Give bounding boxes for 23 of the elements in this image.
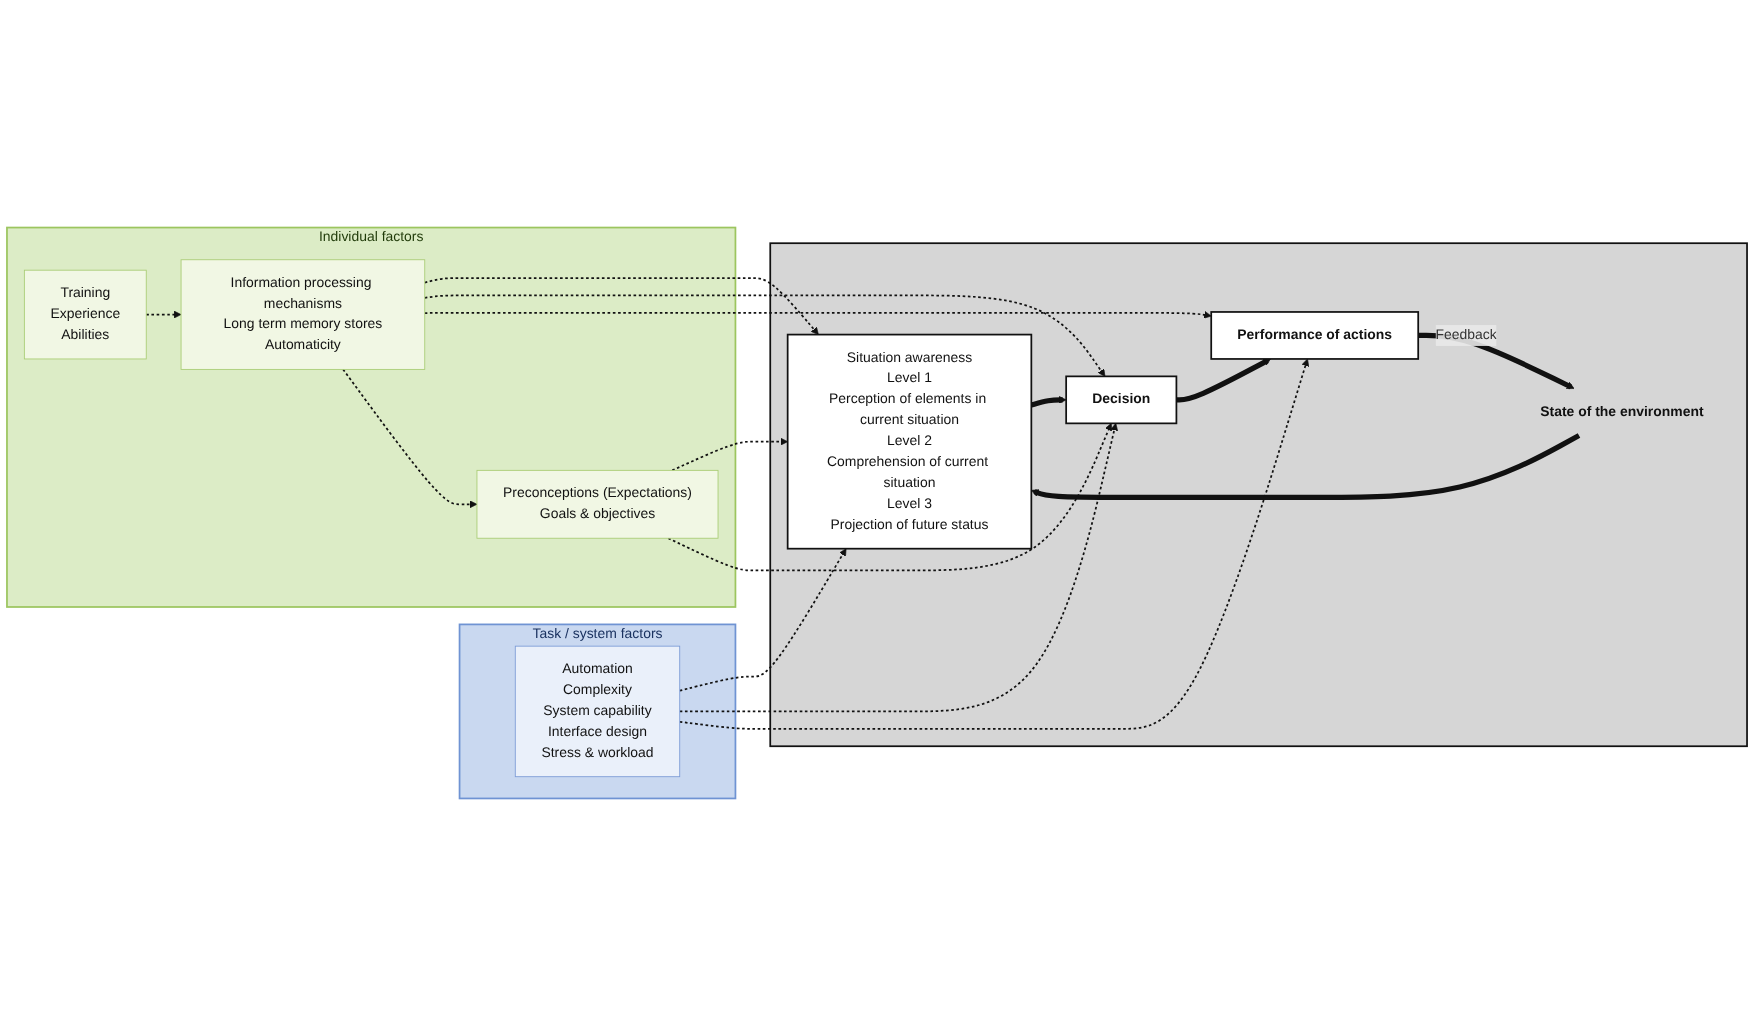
node-box: [1065, 375, 1178, 425]
node-box: [23, 269, 147, 360]
arrow: [1176, 358, 1271, 403]
arrow: [423, 277, 819, 335]
arrow: [1031, 433, 1581, 500]
arrow: [671, 437, 788, 472]
node-box: [514, 645, 681, 778]
cluster: [6, 226, 737, 608]
arrow: [678, 358, 1310, 730]
arrow: [678, 423, 1118, 713]
arrow: [667, 423, 1113, 572]
cluster: [769, 242, 1748, 748]
arrow: [1030, 396, 1067, 408]
arrow: [342, 368, 478, 509]
node-box: [786, 333, 1033, 550]
cluster: [458, 623, 737, 800]
arrow: [678, 548, 847, 692]
arrow: [423, 294, 1106, 377]
arrow: [423, 311, 1212, 319]
arrow: [145, 310, 182, 319]
node-box: [180, 259, 426, 370]
node-box: [476, 469, 719, 539]
node-box: [1210, 311, 1420, 360]
